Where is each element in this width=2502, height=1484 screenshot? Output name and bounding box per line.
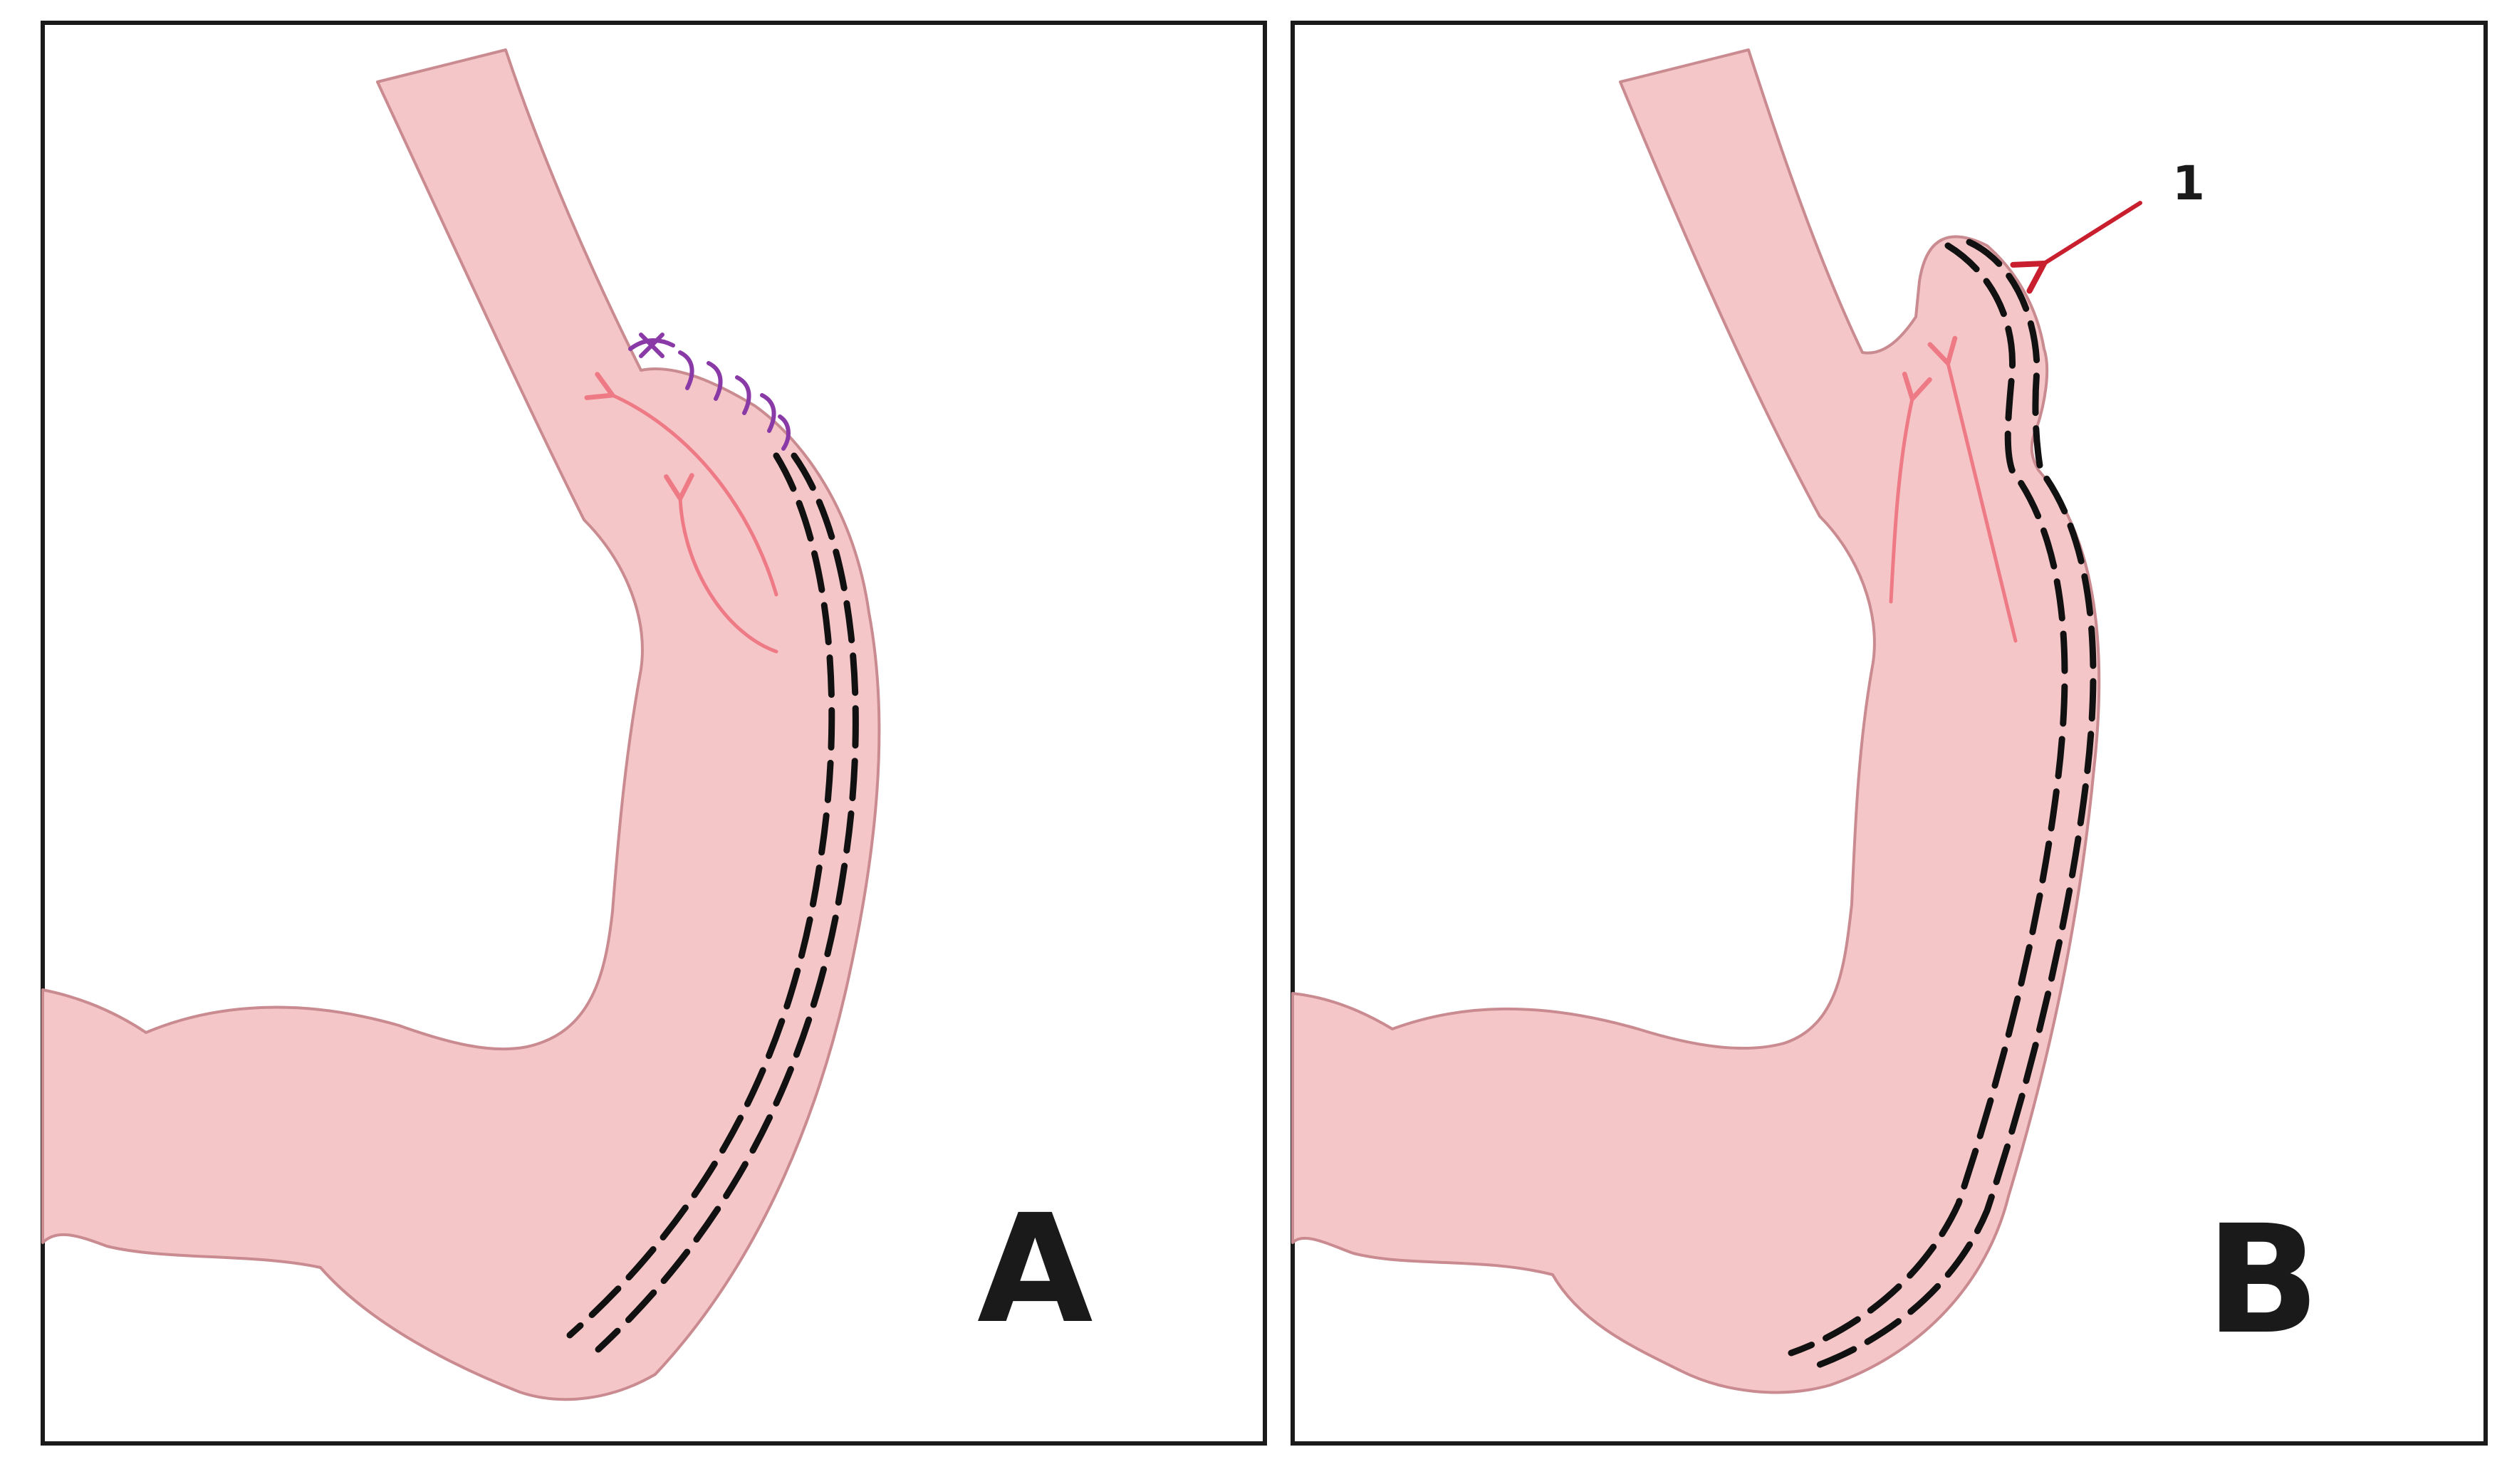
panel-b-flow-arrow-left bbox=[1889, 371, 1932, 604]
suture-stitch bbox=[678, 350, 694, 390]
suture-stitch bbox=[628, 338, 675, 351]
panel-b-label: B bbox=[2206, 1193, 2320, 1367]
panel-b-dashed-line-inner bbox=[1788, 242, 2068, 1357]
callout-number: 1 bbox=[2172, 156, 2205, 211]
suture-stitch bbox=[778, 414, 791, 451]
suture-stitch bbox=[735, 375, 751, 415]
panel-b-flow-arrow-right bbox=[1927, 335, 2018, 643]
suture-knot bbox=[639, 333, 664, 358]
panel-a-organ bbox=[41, 48, 881, 1401]
panel-b-callout: 1 bbox=[2010, 156, 2205, 294]
panel-b: 1 B bbox=[1291, 21, 2488, 1446]
panel-a-dashed-line-outer bbox=[595, 452, 859, 1353]
panel-a-suture bbox=[628, 333, 791, 451]
panel-a-label: A bbox=[977, 1182, 1093, 1357]
suture-stitch bbox=[707, 361, 723, 401]
panel-b-dashed-line-outer bbox=[1809, 239, 2097, 1371]
callout-arrow bbox=[2010, 201, 2142, 294]
panel-a-flow-arrow-upper bbox=[584, 372, 778, 597]
panel-a-dashed-line-inner bbox=[566, 452, 835, 1339]
panel-a: A bbox=[41, 21, 1267, 1446]
suture-stitch bbox=[760, 393, 776, 433]
panel-a-flow-arrow-lower bbox=[664, 473, 778, 654]
